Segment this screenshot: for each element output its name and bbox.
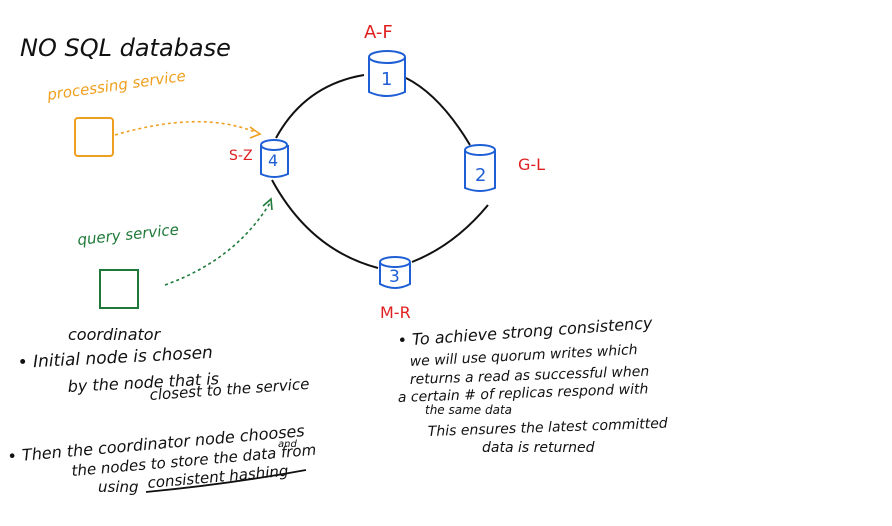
node-2: 2 G-L: [464, 144, 545, 192]
query-to-node4-arrow: [164, 202, 271, 286]
node-range: A-F: [364, 22, 393, 43]
ring-arc-1-2: [405, 77, 471, 146]
database-cylinder-icon: [379, 256, 411, 289]
query-service-box: [99, 269, 139, 309]
processing-service: processing service: [45, 67, 262, 157]
processing-to-node4-arrow: [114, 120, 256, 136]
arrowhead-icon: [262, 197, 273, 211]
underline: [145, 469, 307, 493]
node-id: 1: [381, 69, 392, 90]
database-cylinder-icon: [464, 144, 496, 192]
node-3: 3 M-R: [379, 256, 411, 322]
node-range: M-R: [380, 303, 411, 322]
notes-right: • To achieve strong consistency we will …: [397, 313, 668, 456]
database-cylinder-icon: [260, 139, 289, 178]
hash-ring: [271, 74, 489, 269]
ring-arc-3-4: [271, 179, 379, 269]
note-line: data is returned: [482, 440, 595, 456]
ring-arc-4-1: [275, 74, 365, 139]
node-id: 2: [475, 165, 486, 186]
note-line: using: [98, 478, 139, 496]
note-inserted-word: and: [278, 439, 297, 450]
node-range: G-L: [518, 155, 545, 174]
note-line: the same data: [425, 403, 512, 417]
node-1: 1 A-F: [364, 22, 406, 97]
node-4: 4 S-Z: [229, 139, 289, 178]
query-service-label: query service: [77, 220, 180, 249]
database-cylinder-icon: [368, 50, 406, 97]
processing-service-label: processing service: [45, 67, 187, 104]
ring-arc-2-3: [411, 204, 489, 263]
coordinator-label: coordinator: [68, 325, 162, 344]
node-id: 3: [389, 267, 400, 287]
diagram-title: NO SQL database: [20, 34, 231, 62]
processing-service-box: [74, 117, 114, 157]
notes-left: coordinator • Initial node is chosen by …: [7, 325, 317, 496]
query-service: query service: [77, 197, 273, 309]
node-range: S-Z: [229, 148, 253, 164]
arrowhead-icon: [249, 126, 262, 139]
note-line: This ensures the latest committed: [428, 416, 668, 440]
node-id: 4: [268, 151, 278, 170]
note-line: • Initial node is chosen: [17, 343, 213, 373]
